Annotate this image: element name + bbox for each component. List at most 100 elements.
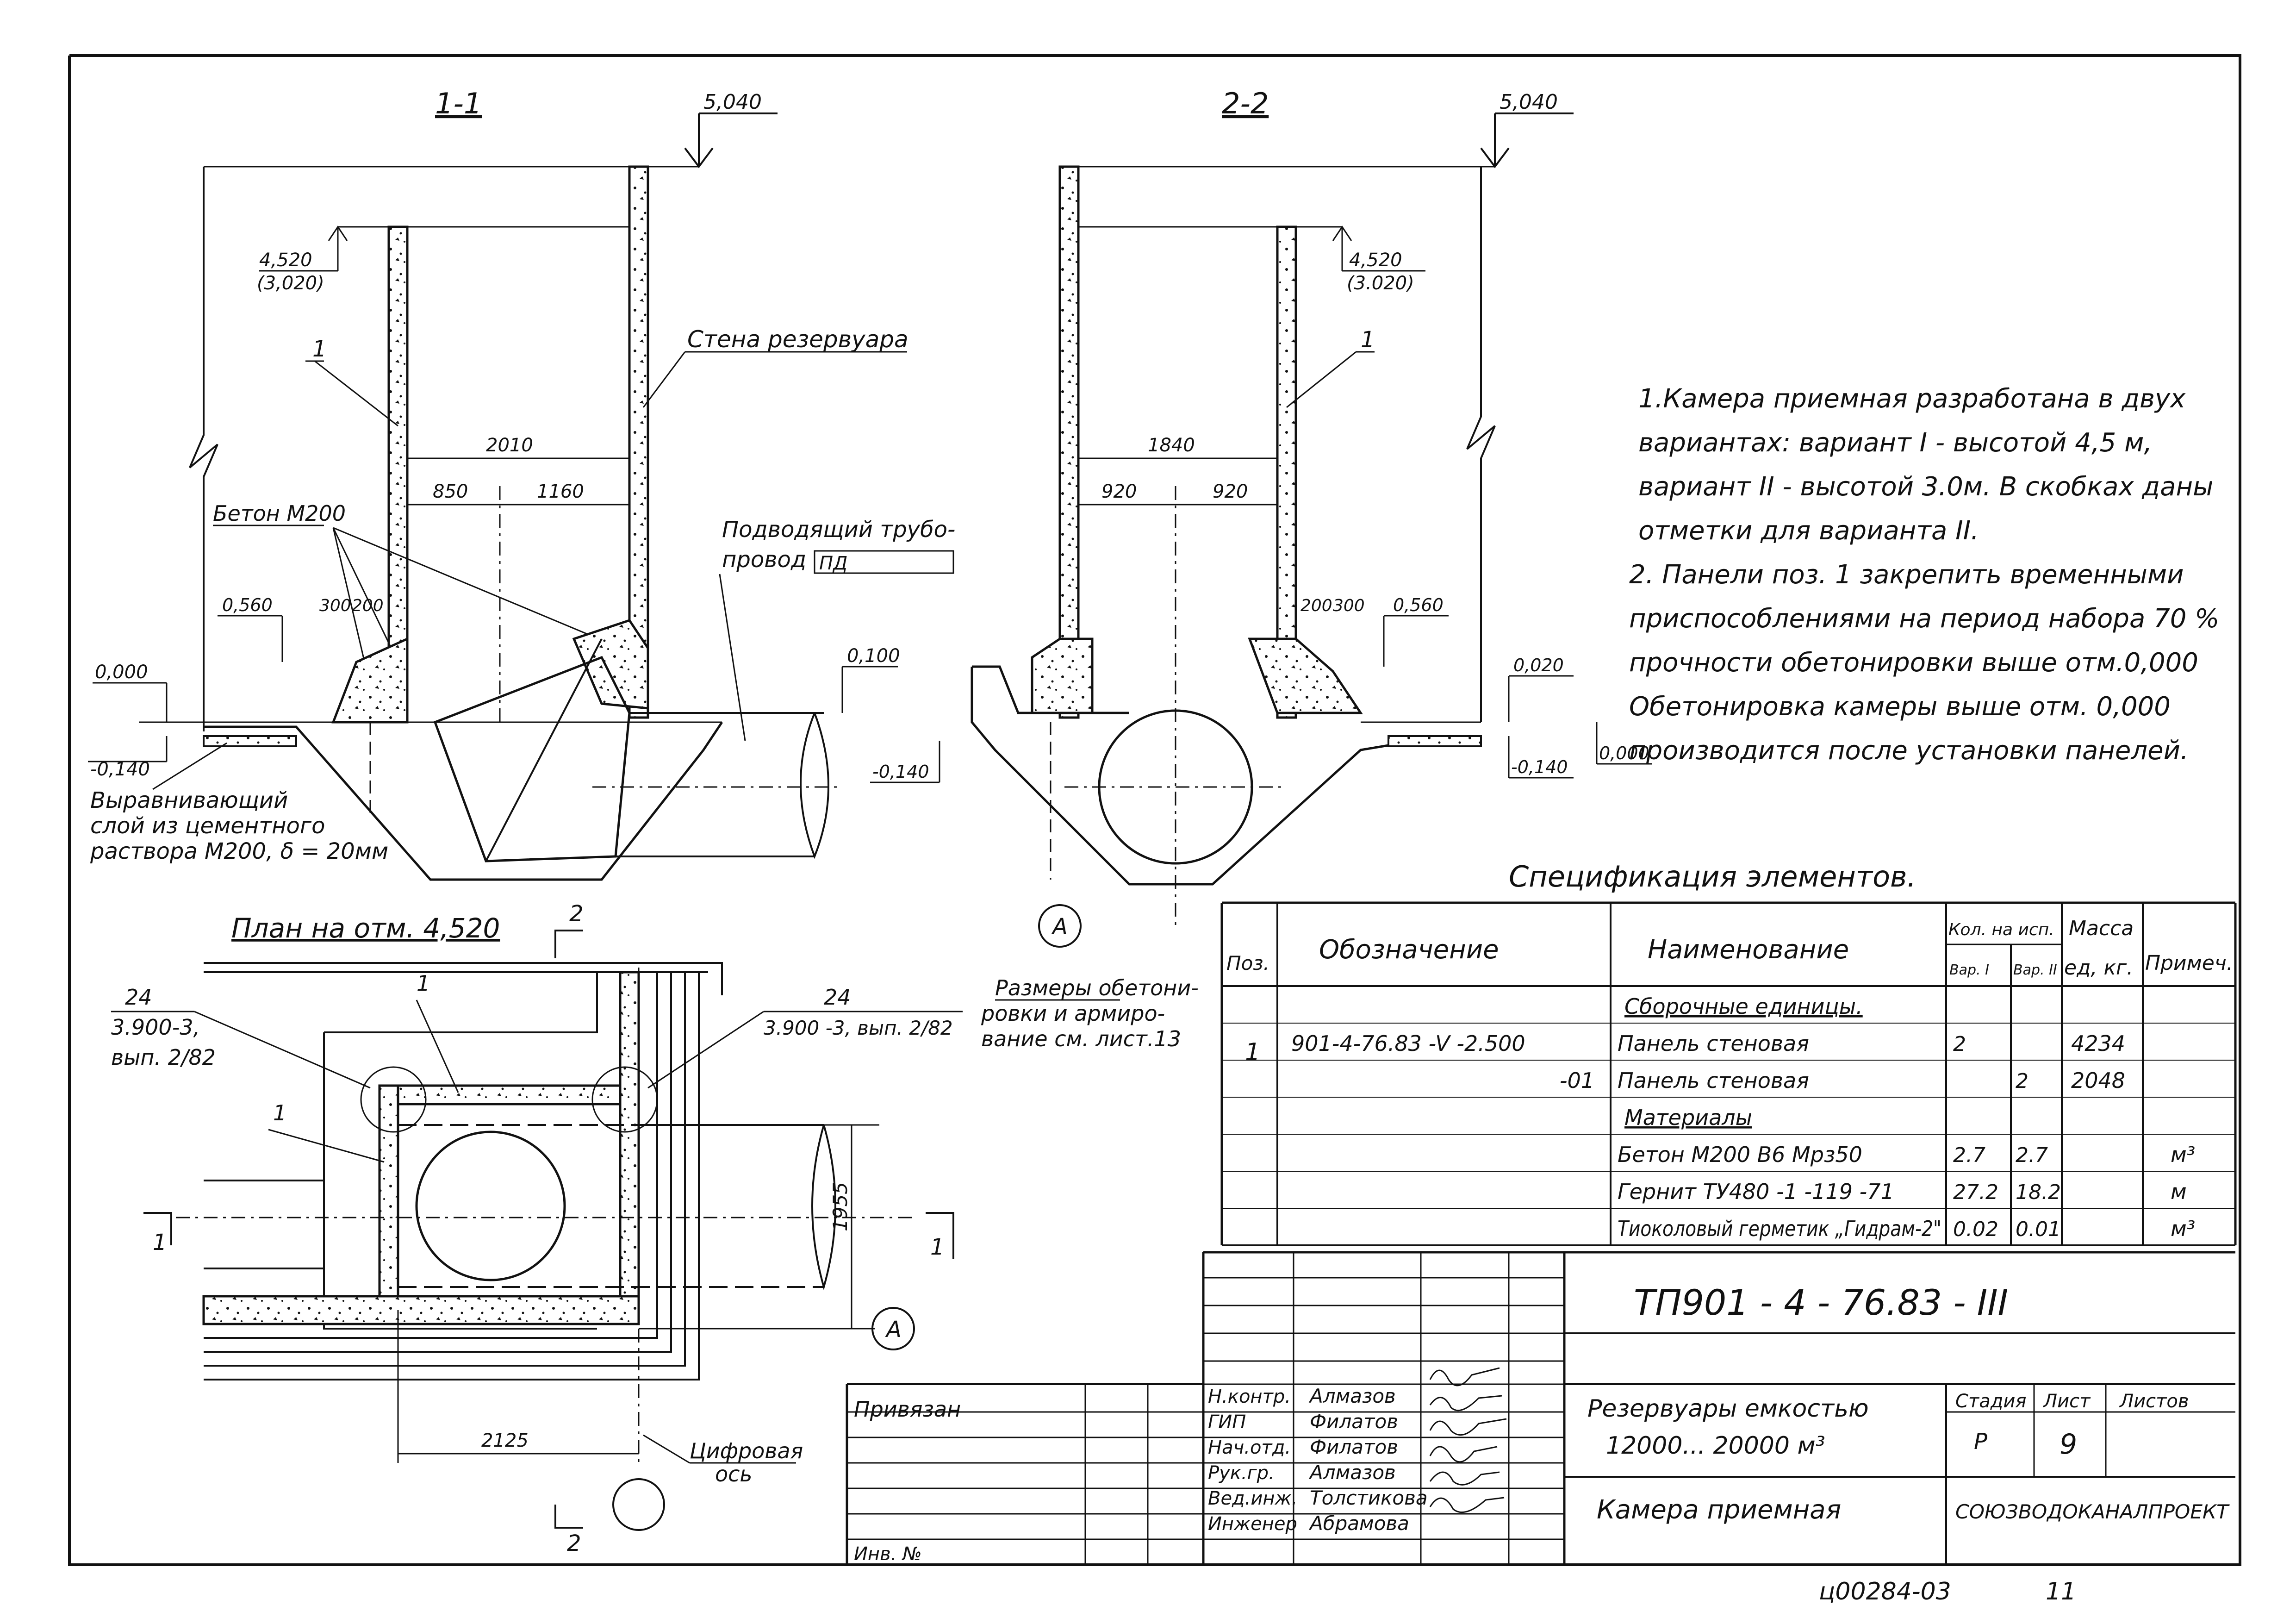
plan-title: План на отм. 4,520 [231,912,500,944]
note-line: производится после установки панелей. [1629,736,2189,766]
tb-role: Рук.гр. [1208,1462,1275,1484]
plan-digital-axis-1: Цифровая [690,1438,803,1463]
plan-cut-2-bottom: 2 [567,1530,581,1556]
section-1-1-width-b: 1160 [537,481,584,502]
spec-header-name: Наименование [1648,935,1849,965]
section-2-2-width-b: 920 [1213,481,1248,502]
axis-a-bubble-section [1038,904,1082,948]
section-1-1-concrete-label: Бетон М200 [213,501,346,526]
plan-wall-left [378,1084,399,1309]
tb-code: ТП901 - 4 - 76.83 - III [1634,1282,2008,1323]
tb-role-name: Алмазов [1308,1385,1396,1407]
spec-name: Гернит ТУ480 -1 -119 -71 [1618,1179,1894,1204]
section-2-2-top-elev: 5,040 [1500,90,1558,114]
spec-name: Сборочные единицы. [1624,994,1863,1019]
tb-role-name: Алмазов [1308,1461,1396,1484]
tb-role: Н.контр. [1208,1386,1291,1407]
section-1-1-pos-label: 1 [312,336,327,362]
spec-name: Материалы [1624,1105,1752,1130]
note-line: вариантах: вариант I - высотой 4,5 м, [1638,428,2152,458]
haunch-2-right [1248,637,1363,714]
digital-axis-bubble [612,1478,665,1531]
section-2-2-wall-top-alt: (3.020) [1347,273,1414,294]
wall-panel-left [387,225,409,719]
section-2-2-elev-m0140-right: -0,140 [1511,757,1568,777]
spec-header-designation: Обозначение [1319,935,1499,965]
plan-ref-left-2: 3.900-3, [111,1015,200,1040]
tb-role-name: Толстикова [1310,1487,1428,1509]
plan-cut-1-left: 1 [153,1230,167,1255]
section-1-1-title: 1-1 [435,87,482,120]
footer: ц00284-03 11 [1819,1578,2076,1605]
note-line: 1.Камера приемная разработана в двух [1638,384,2186,414]
tb-role-name: Филатов [1310,1436,1398,1458]
tb-object-2: 12000... 20000 м³ [1606,1432,1825,1460]
tb-org: СОЮЗВОДОКАНАЛПРОЕКТ [1955,1500,2230,1523]
leveling-line2: слой из цементного [90,813,325,839]
tb-sheets-header: Листов [2119,1391,2189,1412]
section-2-2-elev-0560: 0,560 [1393,595,1444,615]
spec-header-note: Примеч. [2145,951,2233,975]
spec-mass: 2048 [2071,1068,2125,1093]
spec-header-qty: Кол. на исп. [1948,920,2054,939]
spec-note: м [2171,1179,2187,1204]
section-2-2-elev-m0140: -0,140 [872,762,929,782]
section-2-2-pos-label: 1 [1361,327,1375,353]
section-2-2-dim-300: 300 [1333,596,1365,615]
spec-note: м³ [2171,1216,2195,1241]
section-2-2-width-a: 920 [1101,481,1137,502]
spec-table: Спецификация элементов. Поз. Обозначение Н… [1220,860,2237,1246]
spec-note: м³ [2171,1142,2195,1167]
section-1-1-elev-m0140: -0,140 [90,759,150,780]
section-1-1-width-total: 2010 [486,435,533,456]
spec-name: Панель стеновая [1618,1068,1809,1093]
spec-designation: -01 [1560,1068,1594,1093]
plan-ref-left-3: вып. 2/82 [111,1045,216,1070]
sheet-frame [68,54,2241,1566]
section-2-2-dim-200: 200 [1300,596,1332,615]
pipe-code: ПД [819,553,847,574]
spec-title: Спецификация элементов. [1509,860,1916,893]
plan-dim-1955: 1955 [829,1182,852,1231]
section-1-1-width-a: 850 [433,481,468,502]
note-line: вариант II - высотой 3.0м. В скобках дан… [1638,472,2213,502]
note-line: прочности обетонировки выше отм.0,000 [1629,648,2198,678]
section-1-1-elev-0100: 0,100 [847,645,900,667]
plan-view: План на отм. 4,520 2 2 1 1 [111,901,963,1556]
section-2-2-note-2: ровки и армиро- [981,1001,1165,1026]
tb-role-name: Абрамова [1308,1512,1409,1535]
tb-stage-header: Стадия [1955,1391,2026,1412]
spec-var2: 2 [2016,1069,2028,1093]
pipe-label-line1: Подводящий трубо- [722,517,955,543]
footer-archive: ц00284-03 [1819,1578,1951,1605]
note-line: 2. Панели поз. 1 закрепить временными [1629,560,2184,590]
plan-axis-label: А [885,1317,902,1343]
spec-header-pos: Поз. [1226,952,1269,974]
tb-sheet-header: Лист [2042,1391,2091,1412]
signatures [1429,1367,1507,1513]
general-notes: 1.Камера приемная разработана в двух вари… [1629,384,2219,766]
plan-dim-2125: 2125 [481,1430,529,1451]
tb-inv: Инв. № [854,1543,922,1565]
section-1-1-wall-top: 4,520 [259,250,312,271]
spec-header-var2: Вар. II [2013,962,2057,978]
spec-designation: 901-4-76.83 -V -2.500 [1291,1031,1525,1056]
section-2-2-title: 2-2 [1222,87,1269,120]
leveling-layer-right [1388,735,1482,747]
leveling-line1: Выравнивающий [90,787,288,813]
title-block: ТП901 - 4 - 76.83 - III Резервуары емкос… [846,1251,2235,1565]
section-1-1-wall-top-alt: (3,020) [257,273,324,294]
spec-var2: 18.2 [2016,1181,2061,1204]
reservoir-wall-2 [1058,165,1080,719]
leveling-layer-left [203,735,297,747]
tb-role-name: Филатов [1310,1410,1398,1433]
spec-mass: 4234 [2071,1031,2125,1056]
tb-stage: Р [1974,1429,1987,1455]
plan-ref-left-1: 24 [125,985,152,1010]
spec-var2: 2.7 [2016,1143,2048,1167]
plan-digital-axis-2: ось [715,1462,753,1487]
spec-name: Тиоколовый герметик „Гидрам-2" [1618,1216,1941,1241]
plan-cut-1-right: 1 [930,1234,945,1260]
pipe-label-line2: провод [722,547,806,573]
section-2-2-note-3: вание см. лист.13 [981,1026,1181,1051]
